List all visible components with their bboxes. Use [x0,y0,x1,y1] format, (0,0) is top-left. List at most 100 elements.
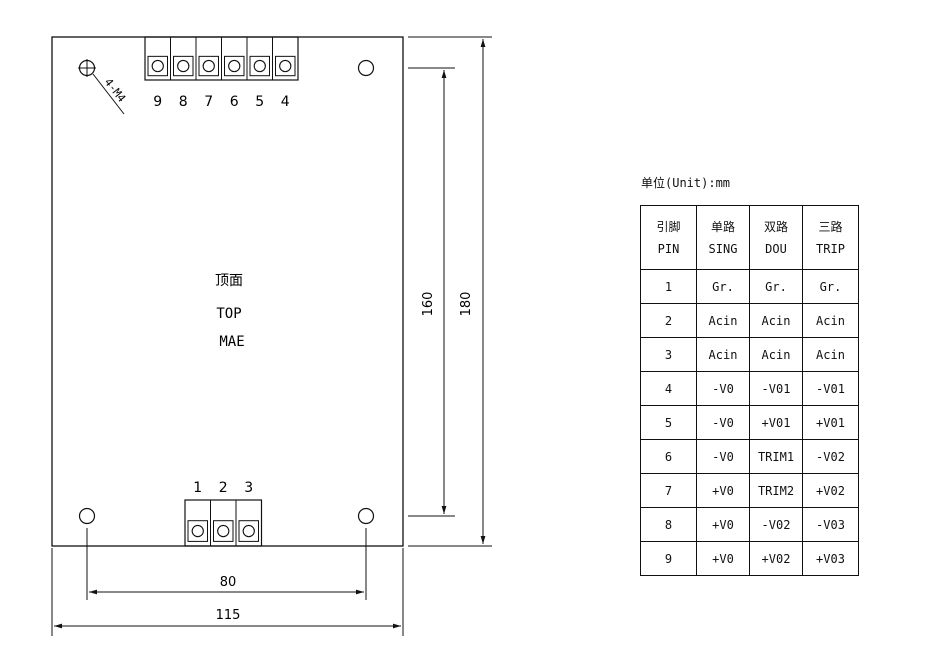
table-cell: -V0 [696,405,750,440]
mounting-hole-top-left [78,59,96,77]
table-cell: Acin [696,303,750,338]
table-cell: +V0 [696,507,750,542]
table-cell: +V0 [696,473,750,508]
table-cell: Acin [802,337,859,372]
terminal-cell [144,36,171,81]
table-row: 5-V0+V01+V01 [640,405,859,440]
table-cell: 2 [640,303,697,338]
table-cell: TRIM1 [749,439,803,474]
table-row: 4-V0-V01-V01 [640,371,859,406]
table-cell: +V02 [802,473,859,508]
table-cell: +V01 [802,405,859,440]
terminal-screw-icon [253,59,266,73]
terminal-screw-icon [228,59,241,73]
table-cell: -V0 [696,439,750,474]
pin-number-label: 5 [255,94,264,110]
table-cell: Gr. [802,269,859,304]
table-cell: +V01 [749,405,803,440]
dimension-180: 180 [408,36,492,547]
table-cell: Acin [749,337,803,372]
pin-number-label: 9 [153,94,162,110]
terminal-screw-icon [217,524,230,538]
pin-number-label: 4 [281,94,290,110]
terminal-screw-housing [173,55,194,77]
dim-80-label: 80 [220,575,237,590]
table-cell: Gr. [696,269,750,304]
dim-160-label: 160 [421,292,436,317]
mounting-hole-top-right [357,59,375,77]
dimension-115: 115 [51,548,404,636]
terminal-block-outline [184,499,263,547]
terminal-cell [272,36,299,81]
pin-number-label: 8 [179,94,188,110]
pin-number-label: 7 [204,94,213,110]
terminal-cell [210,499,237,547]
table-cell: Acin [696,337,750,372]
table-cell: Acin [749,303,803,338]
terminal-screw-icon [177,59,190,73]
table-cell: 4 [640,371,697,406]
dimension-80: 80 [86,528,367,600]
table-row: 8+V0-V02-V03 [640,507,859,542]
terminal-cell [221,36,248,81]
terminal-screw-icon [202,59,215,73]
terminal-screw-icon [151,59,164,73]
dimension-160: 160 [408,67,455,517]
table-cell: Gr. [749,269,803,304]
hole-note-leader [92,73,125,115]
table-cell: -V0 [696,371,750,406]
table-cell: -V03 [802,507,859,542]
table-cell: -V01 [749,371,803,406]
table-cell: -V02 [749,507,803,542]
face-label-en: TOP [216,306,241,322]
terminal-cell [184,499,211,547]
terminal-screw-icon [191,524,204,538]
table-row: 9+V0+V02+V03 [640,541,859,576]
terminal-screw-icon [242,524,255,538]
terminal-cell [170,36,197,81]
table-cell: -V01 [802,371,859,406]
table-cell: -V02 [802,439,859,474]
mounting-hole-bottom-right [357,507,375,525]
terminal-cell [195,36,222,81]
table-cell: 8 [640,507,697,542]
table-cell: TRIM2 [749,473,803,508]
table-cell: 1 [640,269,697,304]
table-cell: 7 [640,473,697,508]
face-label-cn: 顶面 [215,273,243,289]
dim-115-label: 115 [216,608,241,623]
terminal-screw-housing [224,55,245,77]
terminal-cell [246,36,273,81]
brand-label: MAE [219,334,244,350]
terminal-screw-housing [275,55,296,77]
table-cell: 6 [640,439,697,474]
terminal-cell [235,499,262,547]
pin-number-label: 3 [244,480,253,496]
pin-number-label: 1 [193,480,202,496]
table-cell: 9 [640,541,697,576]
table-cell: +V03 [802,541,859,576]
table-cell: +V0 [696,541,750,576]
table-cell: 5 [640,405,697,440]
table-cell: +V02 [749,541,803,576]
terminal-screw-housing [187,520,208,542]
pin-number-label: 2 [219,480,228,496]
mounting-hole-bottom-left [78,507,96,525]
table-cell: Acin [802,303,859,338]
terminal-screw-housing [198,55,219,77]
terminal-screw-housing [213,520,234,542]
